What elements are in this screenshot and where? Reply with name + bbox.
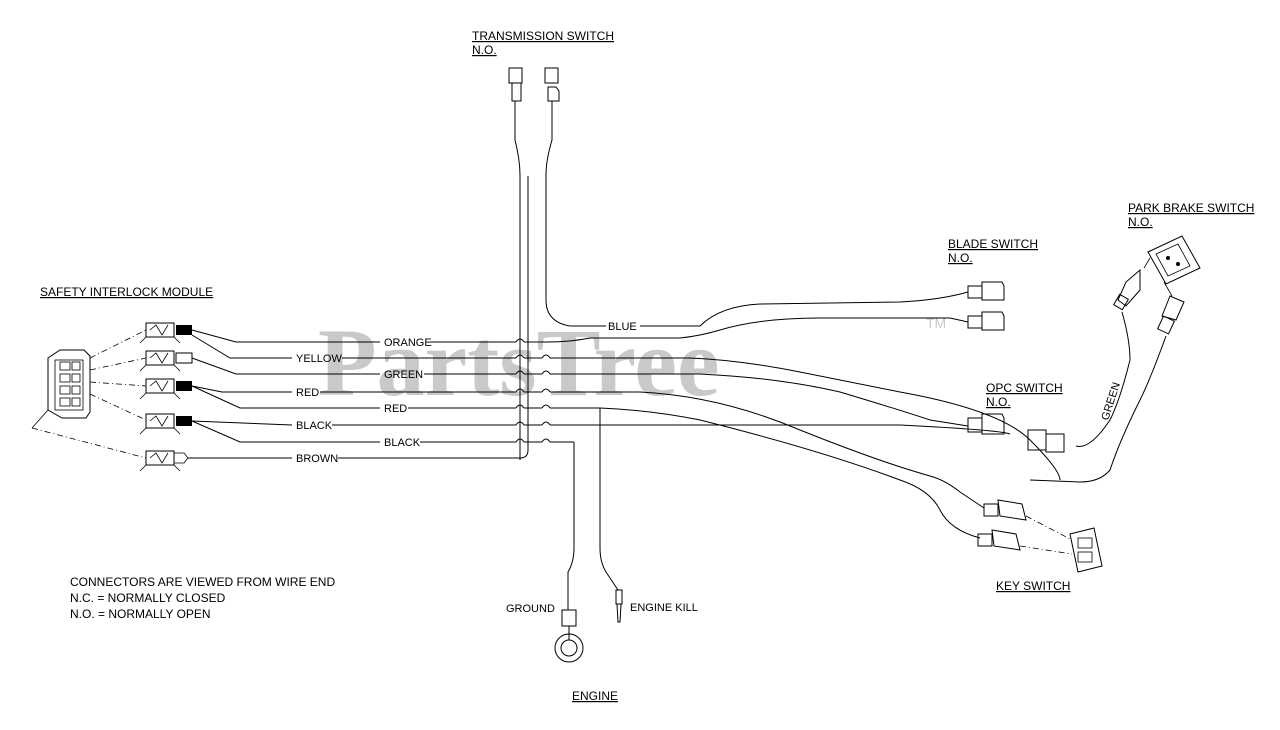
park-brake-switch-no: N.O.: [1128, 215, 1153, 229]
park-brake-switch-title: PARK BRAKE SWITCH: [1128, 201, 1254, 215]
engine-title: ENGINE: [572, 689, 618, 703]
blade-switch-no: N.O.: [948, 251, 973, 265]
wire-label-red-right: RED: [384, 403, 407, 415]
terminal-3: [139, 378, 192, 400]
engine-kill-label: ENGINE KILL: [630, 602, 698, 614]
engine-harness: [554, 408, 623, 663]
wire-label-black-right: BLACK: [384, 437, 421, 449]
safety-interlock-module: [31, 329, 147, 459]
wire-label-red-left: RED: [296, 387, 319, 399]
note-line-2: N.C. = NORMALLY CLOSED: [70, 591, 226, 605]
watermark-tm: TM: [926, 315, 946, 331]
terminal-5: [139, 450, 189, 472]
opc-switch-no: N.O.: [986, 395, 1011, 409]
safety-interlock-module-title: SAFETY INTERLOCK MODULE: [40, 285, 213, 299]
opc-switch-title: OPC SWITCH: [986, 381, 1063, 395]
legend-notes: CONNECTORS ARE VIEWED FROM WIRE END N.C.…: [70, 575, 335, 621]
wire-label-yellow: YELLOW: [296, 353, 342, 365]
watermark-brand: PartsTree: [318, 309, 720, 416]
note-line-1: CONNECTORS ARE VIEWED FROM WIRE END: [70, 575, 335, 589]
opc-switch: [967, 413, 1005, 435]
transmission-switch: [508, 67, 606, 460]
key-switch: [977, 499, 1103, 573]
wire-label-green-upper: GREEN: [384, 369, 423, 381]
ground-label: GROUND: [506, 603, 555, 615]
wire-label-blue: BLUE: [608, 321, 637, 333]
terminal-2: [139, 350, 193, 372]
wire-label-black-left: BLACK: [296, 420, 333, 432]
blade-switch-title: BLADE SWITCH: [948, 237, 1038, 251]
wire-crossovers: [515, 338, 551, 443]
terminal-4: [139, 413, 192, 435]
park-brake-switch: GREEN: [1027, 235, 1201, 483]
wire-label-brown: BROWN: [296, 453, 338, 465]
wire-label-green-park: GREEN: [1099, 381, 1123, 422]
note-line-3: N.O. = NORMALLY OPEN: [70, 607, 211, 621]
blade-switch: [967, 281, 1005, 331]
wire-label-orange: ORANGE: [384, 337, 432, 349]
terminal-1: [139, 322, 192, 344]
key-switch-title: KEY SWITCH: [996, 579, 1070, 593]
transmission-switch-title: TRANSMISSION SWITCH: [472, 29, 614, 43]
transmission-switch-no: N.O.: [472, 43, 497, 57]
